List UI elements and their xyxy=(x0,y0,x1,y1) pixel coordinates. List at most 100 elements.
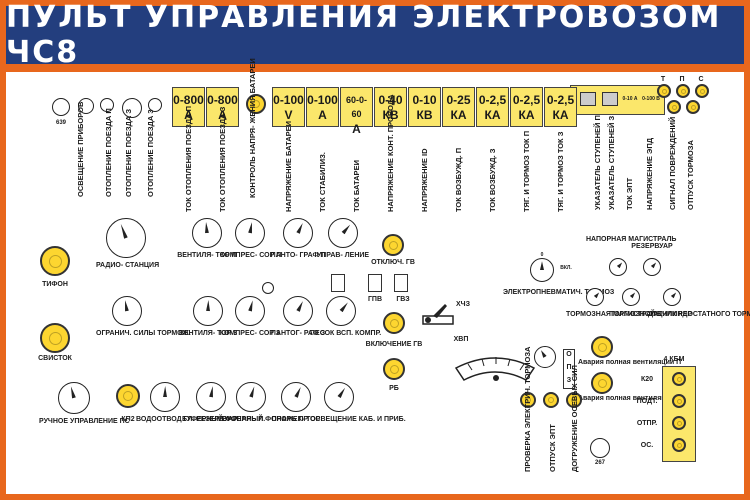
aux-switch[interactable] xyxy=(331,274,345,292)
switch-row3-1-label: РУЧНОЕ УПРАВЛЕНИЕ ПС xyxy=(39,418,130,425)
small-knob[interactable] xyxy=(262,282,274,294)
page-title: ПУЛЬТ УПРАВЛЕНИЯ ЭЛЕКТРОВОЗОМ ЧС8 xyxy=(6,0,722,70)
meter-unit: КА xyxy=(552,108,569,122)
switch-row2-5[interactable] xyxy=(326,296,356,326)
signal-lamp-p xyxy=(676,84,690,98)
rb-button[interactable] xyxy=(383,358,405,380)
label-instrument-lighting: ОСВЕЩЕНИЕ ПРИБОРОВ xyxy=(76,101,85,197)
switch-pointer xyxy=(249,386,256,398)
meter-unit: КВ xyxy=(416,108,433,122)
ept-release-button[interactable] xyxy=(543,392,559,408)
meter-label: НАПРЯЖЕНИЕ БАТАРЕИ xyxy=(284,120,293,212)
reverser-handle[interactable] xyxy=(413,300,463,340)
switch-row1-4[interactable] xyxy=(283,218,313,248)
heating-knob-3[interactable] xyxy=(122,98,142,118)
switch-row2-1[interactable] xyxy=(112,296,142,326)
switch-row3-3-label: ВОДООТВОД ГЛ. РЕЗЕРВУАР xyxy=(136,416,238,423)
switch-pointer xyxy=(123,300,129,312)
gvz-switch[interactable] xyxy=(394,274,408,292)
label-gv-off: ОТКЛЮЧ. ГВ xyxy=(371,259,415,266)
kbm-lamp-podt[interactable] xyxy=(672,394,686,408)
switch-row3-5[interactable] xyxy=(236,382,266,412)
header-bar: ПУЛЬТ УПРАВЛЕНИЯ ЭЛЕКТРОВОЗОМ ЧС8 xyxy=(6,0,744,70)
kbm-label-otpr: ОТПР. xyxy=(636,420,658,427)
meter-scale: 0-100 xyxy=(307,93,338,107)
label-epn-on: ВКЛ. xyxy=(560,265,572,271)
meter-scale: 0-25 xyxy=(446,93,471,107)
switch-row1-5-label: УПРАВ- ЛЕНИЕ xyxy=(316,252,370,259)
controller-quadrant[interactable] xyxy=(450,340,540,400)
switch-row3-1[interactable] xyxy=(58,382,90,414)
meter-unit: А xyxy=(352,122,361,136)
kbm-lamp-os[interactable] xyxy=(672,438,686,452)
kbm-lamp-otpr[interactable] xyxy=(672,416,686,430)
brake-check-button[interactable] xyxy=(520,392,536,408)
label-heating-p: ОТОПЛЕНИЕ ПОЕЗДА П xyxy=(104,108,113,197)
label-damage-signal: СИГНАЛ ПОВРЕЖДЕНИЙ xyxy=(668,116,677,210)
switch-row2-3[interactable] xyxy=(235,296,265,326)
gv-off-button[interactable] xyxy=(382,234,404,256)
instrument-lighting-knob[interactable] xyxy=(52,98,70,116)
meter-scale: 0-2,5 xyxy=(512,93,541,107)
label-rb: РБ xyxy=(389,385,399,392)
meter-unit: КА xyxy=(518,108,535,122)
heating-knob-p[interactable] xyxy=(78,98,94,114)
meter-label: ТОК ОТОПЛЕНИЯ ПОЕЗДА П xyxy=(184,105,193,212)
switch-row3-4[interactable] xyxy=(196,382,226,412)
switch-row3-7[interactable] xyxy=(324,382,354,412)
whistle-button[interactable] xyxy=(40,323,70,353)
label-brake-check: ПРОВЕРКА ЭЛЕКТРИЧ. ТОРМОЗА xyxy=(523,347,532,472)
label-battery-control: КОНТРОЛЬ НАПРЯ- ЖЕНИЯ БАТАРЕИ xyxy=(248,58,257,198)
kbm-lamp-k20[interactable] xyxy=(672,372,686,386)
step-indicator-p xyxy=(580,92,596,106)
switch-row2-4[interactable] xyxy=(283,296,313,326)
heating-knob-4[interactable] xyxy=(148,98,162,112)
switch-row1-3[interactable] xyxy=(235,218,265,248)
kp2-button[interactable] xyxy=(116,384,140,408)
label-step-indicator-p: УКАЗАТЕЛЬ СТУПЕНЕЙ П xyxy=(593,115,602,210)
switch-row1-4-label: ПАНТО- ГРАФ П xyxy=(270,252,326,259)
switch-row1-5[interactable] xyxy=(328,218,358,248)
switch-row1-1[interactable] xyxy=(106,218,146,258)
gv-on-button[interactable] xyxy=(383,312,405,334)
label-gvz: ГВЗ xyxy=(396,296,410,303)
switch-row3-4-label: БУФЕРНЫЙ ФОНАРЬ Л. xyxy=(182,416,266,423)
release-lamp xyxy=(686,100,700,114)
vent-fault-p-lamp xyxy=(591,336,613,358)
heating-knob-z[interactable] xyxy=(100,98,114,112)
meter-label: НАПРЯЖЕНИЕ ID xyxy=(420,148,429,212)
controller-knob[interactable] xyxy=(534,346,556,368)
opz-o: О xyxy=(566,351,572,358)
meter-label: ТОК ВОЗБУЖД. З xyxy=(488,148,497,212)
epn-brake-switch[interactable] xyxy=(530,258,554,282)
switch-pointer xyxy=(341,223,351,234)
knob-267[interactable] xyxy=(590,438,610,458)
horn-button[interactable] xyxy=(40,246,70,276)
ept-box: 0-10 А xyxy=(622,96,638,102)
code-639: 639 xyxy=(55,120,66,126)
opz-switch[interactable] xyxy=(563,349,575,389)
switch-row3-6[interactable] xyxy=(281,382,311,412)
switch-row1-2[interactable] xyxy=(192,218,222,248)
switch-pointer xyxy=(339,301,349,312)
label-rheostat-sensor: ДАТЧИК РЕОСТАТНОГО ТОРМОЗА xyxy=(648,311,750,318)
meter-scale: 0-10 xyxy=(412,93,437,107)
switch-row2-2[interactable] xyxy=(193,296,223,326)
pressure-line-gauge xyxy=(609,258,627,276)
switch-row3-3[interactable] xyxy=(150,382,180,412)
gpv-switch[interactable] xyxy=(368,274,382,292)
switch-row2-2-label: ВЕНТИЛЯ- ТОР 3 xyxy=(178,330,238,337)
meter-unit: А xyxy=(184,108,193,122)
axle-load-button[interactable] xyxy=(566,392,582,408)
switch-pointer xyxy=(296,300,304,312)
switch-pointer xyxy=(296,222,304,234)
switch-row2-5-label: ПЕСОК ВСП. КОМПР. xyxy=(310,330,382,337)
header-accent xyxy=(6,64,744,72)
switch-row1-1-label: РАДИО- СТАНЦИЯ xyxy=(96,262,160,269)
battery-control-lamp[interactable] xyxy=(246,94,266,114)
